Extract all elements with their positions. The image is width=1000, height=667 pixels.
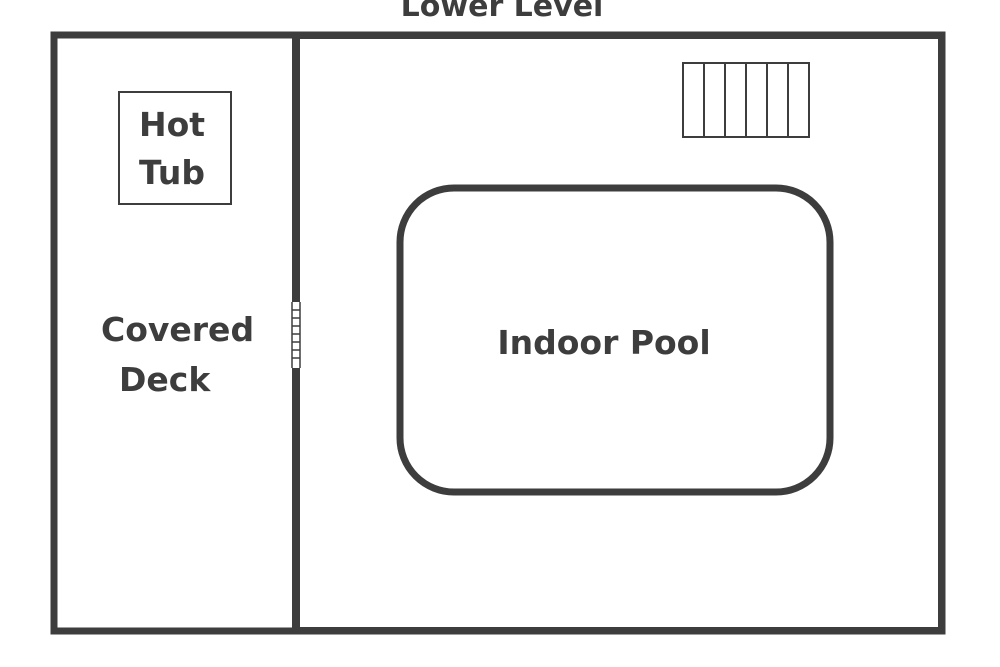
sliding-door — [291, 302, 301, 368]
covered-deck-label-line1: Covered — [101, 310, 254, 349]
outer-wall — [50, 31, 946, 635]
covered-deck-label-line2: Deck — [119, 360, 211, 399]
floor-title: Lower Level — [401, 0, 604, 24]
hot-tub-label-line1: Hot — [139, 105, 205, 144]
indoor-pool-label: Indoor Pool — [497, 323, 710, 362]
hot-tub-label-line2: Tub — [139, 153, 205, 192]
stairs-icon — [682, 62, 810, 138]
indoor-pool-outline — [396, 184, 834, 496]
hot-tub-outline — [118, 91, 232, 205]
